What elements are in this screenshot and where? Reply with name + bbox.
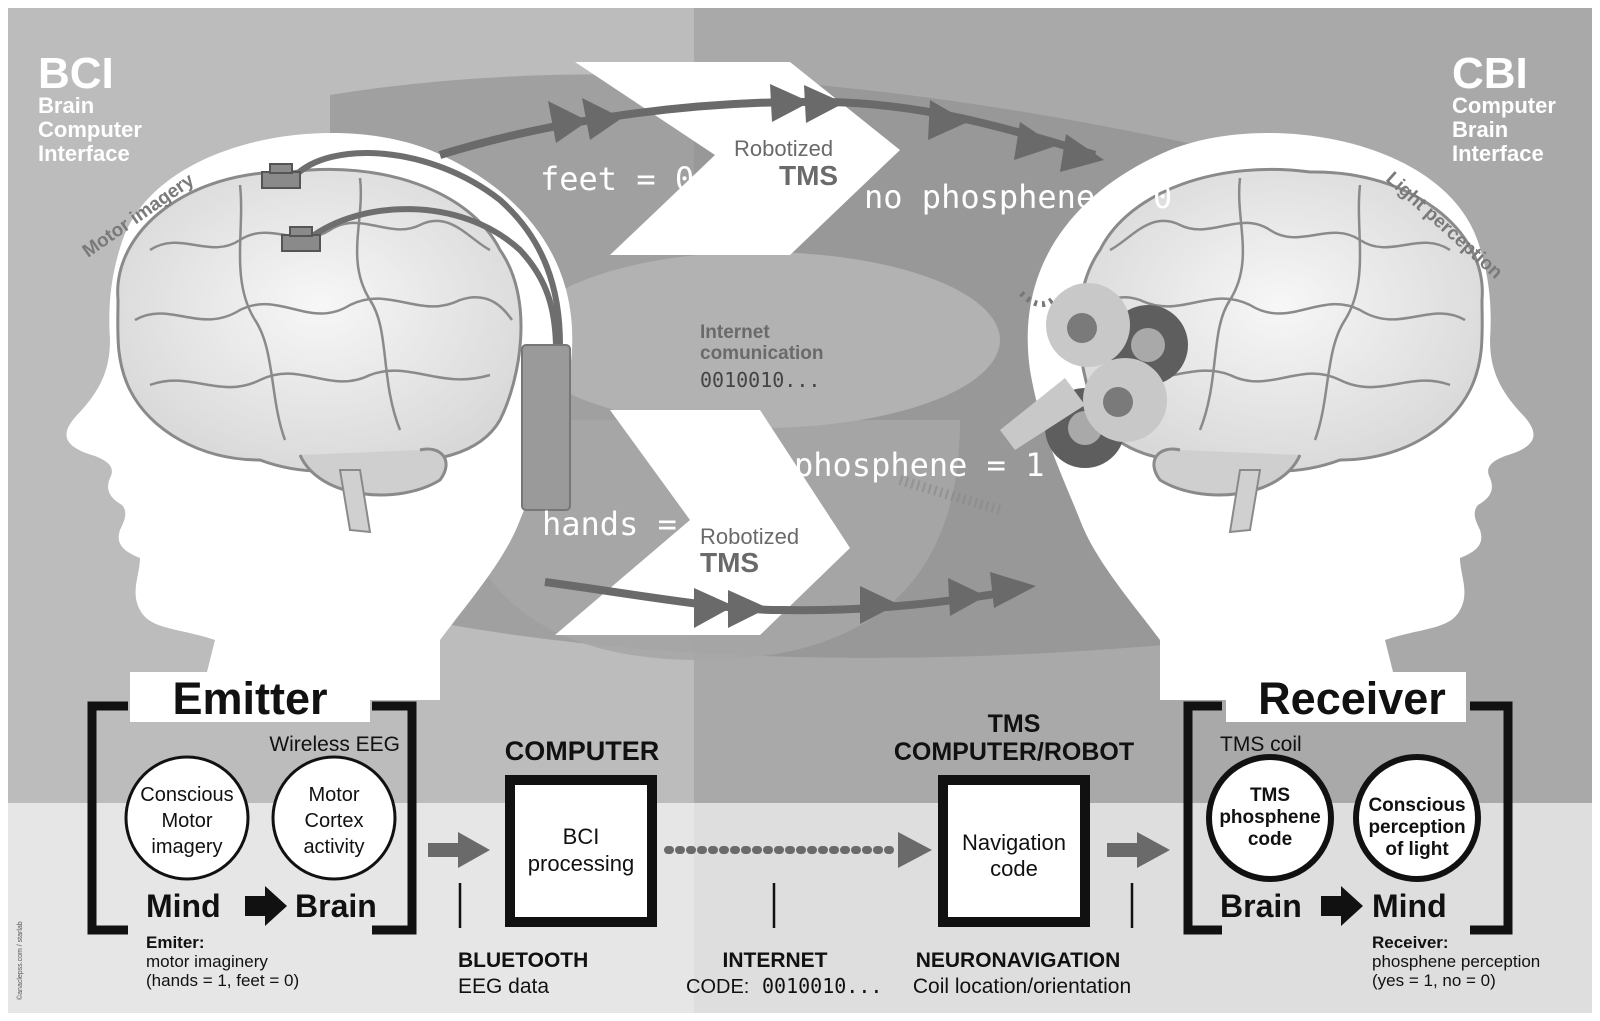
receiver-flow-to: Mind: [1372, 888, 1447, 924]
lower-robotized-label: Robotized: [700, 524, 799, 549]
receiver-circle1-line2: phosphene: [1219, 807, 1320, 828]
bluetooth-title: BLUETOOTH: [458, 949, 588, 972]
credit-label: ©anaclepss.com / starlab: [16, 921, 24, 1000]
cbi-line1: Computer: [1452, 93, 1556, 118]
emitter-circle1-line1: Conscious: [140, 784, 233, 806]
cbi-line3: Interface: [1452, 141, 1544, 166]
bluetooth-arrow: [428, 832, 490, 868]
receiver-flow-from: Brain: [1220, 888, 1302, 924]
internet-sub-prefix: CODE:: [686, 976, 749, 998]
emitter-circle2-line2: Cortex: [305, 810, 364, 832]
bci-header: BCI Brain Computer Interface: [38, 49, 142, 166]
receiver-circle2-line2: perception: [1368, 817, 1465, 838]
receiver-circle2-line1: Conscious: [1368, 795, 1465, 816]
receiver-note-title: Receiver:: [1372, 933, 1449, 952]
bluetooth-sub: EEG data: [458, 975, 549, 998]
receiver-flow-arrow-icon: [1321, 886, 1363, 926]
emitter-circle1-line3: imagery: [151, 836, 222, 858]
eeg-electrodes-icon: [261, 150, 571, 511]
lower-chevron: [555, 410, 850, 635]
tms-title-line1: TMS: [988, 710, 1041, 738]
bottom-labels: BLUETOOTH EEG data INTERNET CODE: 001001…: [458, 949, 1131, 998]
internet-code: 0010010...: [700, 368, 820, 392]
computer-panel: COMPUTER BCI processing: [505, 736, 660, 927]
emitter-note-title: Emiter:: [146, 933, 205, 952]
bci-processing-box: [505, 775, 657, 927]
receiver-circle1-line3: code: [1248, 829, 1292, 850]
emitter-note-line1: motor imaginery: [146, 952, 268, 971]
tms-box-line1: Navigation: [962, 830, 1066, 855]
receiver-note-line2: (yes = 1, no = 0): [1372, 971, 1496, 990]
emitter-panel: Emitter Wireless EEG Conscious Motor ima…: [87, 672, 417, 990]
receiver-panel: Receiver TMS coil TMS phosphene code Con…: [1183, 672, 1540, 990]
neuronavigation-arrow: [1107, 832, 1170, 868]
tms-coil-icon: [898, 283, 1188, 515]
cbi-line2: Brain: [1452, 117, 1508, 142]
emitter-flow-arrow-icon: [245, 886, 287, 926]
receiver-note-line1: phosphene perception: [1372, 952, 1540, 971]
emitter-flow-from: Mind: [146, 888, 221, 924]
phosphene-one-label: phosphene = 1: [794, 446, 1044, 484]
internet-title: INTERNET: [723, 949, 828, 972]
emitter-flow-to: Brain: [295, 888, 377, 924]
tms-title-line2: COMPUTER/ROBOT: [894, 738, 1134, 766]
internet-sub-code: 0010010...: [762, 974, 882, 998]
emitter-circle2-line1: Motor: [308, 784, 359, 806]
lower-flow-arrow: [544, 572, 1036, 628]
cbi-abbr: CBI: [1452, 49, 1528, 98]
bci-line1: Brain: [38, 93, 94, 118]
internet-dotted-arrow: [664, 832, 932, 868]
receiver-title: Receiver: [1258, 673, 1446, 724]
computer-title: COMPUTER: [505, 736, 660, 766]
navigation-code-box: [938, 775, 1090, 927]
neuronavigation-sub: Coil location/orientation: [913, 975, 1131, 998]
internet-line2: comunication: [700, 343, 824, 364]
receiver-circle2-line3: of light: [1385, 839, 1449, 860]
internet-line1: Internet: [700, 322, 770, 343]
emitter-circle2-line3: activity: [303, 836, 364, 858]
emitter-circle1-line2: Motor: [161, 810, 212, 832]
lower-tms-label: TMS: [700, 547, 759, 578]
cbi-header: CBI Computer Brain Interface: [1452, 49, 1556, 166]
computer-box-line2: processing: [528, 851, 634, 876]
hands-one-label: hands = 1: [542, 505, 715, 543]
bci-line3: Interface: [38, 141, 130, 166]
emitter-brain-icon: [116, 167, 523, 534]
tms-coil-label: TMS coil: [1220, 733, 1302, 756]
neuronavigation-title: NEURONAVIGATION: [916, 949, 1121, 972]
connector-ticks: [458, 883, 1134, 928]
bci-line2: Computer: [38, 117, 142, 142]
upper-robotized-label: Robotized: [734, 136, 833, 161]
upper-tms-label: TMS: [779, 160, 838, 191]
receiver-circle1-line1: TMS: [1250, 785, 1290, 806]
tms-computer-panel: TMS COMPUTER/ROBOT Navigation code: [894, 710, 1134, 927]
emitter-note-line2: (hands = 1, feet = 0): [146, 971, 299, 990]
emitter-title: Emitter: [172, 673, 327, 724]
computer-box-line1: BCI: [563, 824, 600, 849]
wireless-eeg-label: Wireless EEG: [269, 733, 400, 756]
no-phosphene-label: no phosphene = 0: [864, 178, 1172, 216]
upper-flow-arrow: [438, 84, 1104, 172]
tms-box-line2: code: [990, 856, 1038, 881]
feet-zero-label: feet = 0: [540, 160, 694, 198]
bci-abbr: BCI: [38, 49, 114, 98]
